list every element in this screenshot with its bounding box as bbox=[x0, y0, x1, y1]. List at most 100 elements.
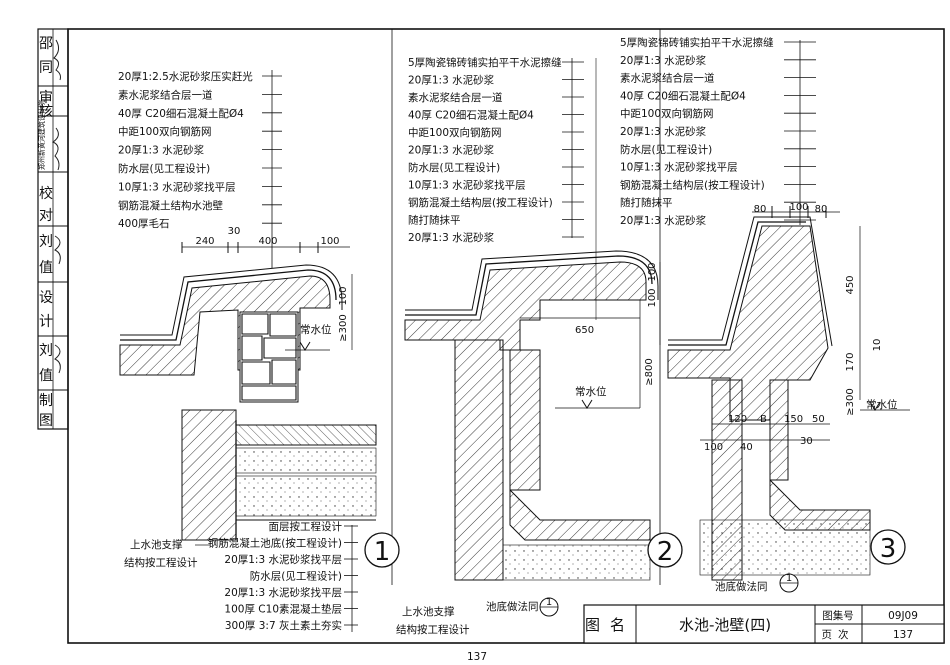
dim-label: 120 bbox=[728, 414, 747, 425]
layer-label: 钢筋混凝土结构层(按工程设计) bbox=[620, 178, 765, 191]
layer-label: 5厚陶瓷锦砖铺实拍平干水泥擦缝 bbox=[408, 56, 562, 69]
page-number: 137 bbox=[467, 651, 487, 663]
layer-label: 钢筋混凝土结构层(按工程设计) bbox=[408, 196, 553, 209]
signature-stroke bbox=[54, 344, 61, 374]
layer-label: 防水层(见工程设计) bbox=[620, 143, 712, 156]
detail-number-badge bbox=[647, 532, 683, 568]
layer-label: 40厚 C20细石混凝土配Ø4 bbox=[118, 107, 244, 120]
layer-label: 中距100双向钢筋网 bbox=[620, 107, 714, 120]
layer-label: 300厚 3:7 灰土素土夯实 bbox=[225, 619, 342, 632]
signature-stroke bbox=[51, 127, 60, 171]
sidebar-char: 审 bbox=[39, 90, 53, 106]
layer-label: 素水泥浆结合层一道 bbox=[408, 91, 503, 104]
atlas-no: 09J09 bbox=[888, 610, 918, 622]
signature-stroke bbox=[54, 235, 61, 265]
layer-label: 5厚陶瓷锦砖铺实拍平干水泥擦缝 bbox=[620, 36, 774, 49]
layer-label: 20厚1:2.5水泥砂浆压实赶光 bbox=[118, 70, 253, 83]
layer-label: 防水层(见工程设计) bbox=[118, 162, 210, 175]
sidebar-char: 对 bbox=[39, 208, 53, 224]
layer-label: 10厚1:3 水泥砂浆找平层 bbox=[408, 179, 526, 192]
dim-label: 150 bbox=[784, 414, 803, 425]
page-label: 页次 bbox=[822, 628, 855, 641]
dim-label: 100 bbox=[338, 286, 349, 305]
page-no: 137 bbox=[893, 629, 913, 641]
sidebar-char: 刘 bbox=[39, 343, 53, 359]
dim-label: ≥800 bbox=[644, 358, 655, 385]
layer-label: 20厚1:3 水泥砂浆找平层 bbox=[224, 586, 342, 599]
layer-label: 20厚1:3 水泥砂浆 bbox=[408, 231, 495, 244]
detail-number: 2 bbox=[657, 537, 674, 567]
layer-label: 中距100双向钢筋网 bbox=[408, 126, 502, 139]
rubble-stone bbox=[239, 311, 299, 403]
layer-label: 20厚1:3 水泥砂浆 bbox=[118, 144, 205, 157]
dim-label: 10 bbox=[872, 339, 883, 352]
sidebar-char: 核 bbox=[39, 104, 53, 120]
layer-label: 20厚1:3 水泥砂浆 bbox=[408, 74, 495, 87]
ref-note: 池底做法同 bbox=[715, 580, 768, 593]
layer-label: 400厚毛石 bbox=[118, 218, 170, 230]
water-level-label: 常水位 bbox=[300, 323, 332, 336]
layer-label: 随打随抹平 bbox=[408, 214, 461, 227]
layer-label: 100厚 C10素混凝土垫层 bbox=[224, 603, 342, 616]
dim-label: ≥300 bbox=[845, 388, 856, 415]
detail-number-badge bbox=[364, 532, 400, 568]
dim-label: 100 bbox=[704, 442, 723, 453]
layer-label: 钢筋混凝土池底(按工程设计) bbox=[208, 537, 342, 550]
dim-label: 240 bbox=[195, 236, 214, 247]
layer-label: 中距100双向钢筋网 bbox=[118, 125, 212, 138]
layer-label: 钢筋混凝土结构水池壁 bbox=[118, 199, 223, 212]
dim-label: 100 bbox=[647, 262, 658, 281]
dim-label: 30 bbox=[800, 436, 813, 447]
ref-number: 1 bbox=[786, 573, 792, 584]
dim-label: 400 bbox=[258, 236, 277, 247]
ref-note: 池底做法同 bbox=[486, 600, 539, 613]
title-block: 图名 水池-池壁(四) 图集号 09J09 页次 137 bbox=[583, 604, 945, 644]
dim-label: 100 bbox=[789, 202, 808, 213]
drawing-name: 水池-池壁(四) bbox=[679, 616, 771, 634]
layer-label: 素水泥浆结合层一道 bbox=[118, 88, 213, 101]
layer-label: 40厚 C20细石混凝土配Ø4 bbox=[620, 89, 746, 102]
sidebar-char: 值 bbox=[39, 368, 53, 384]
layer-label: 20厚1:3 水泥砂浆 bbox=[408, 144, 495, 157]
dim-label: 80 bbox=[754, 204, 767, 215]
sidebar-small-note: 郑州新黄河建筑设计院 bbox=[37, 100, 46, 170]
sidebar-char: 刘 bbox=[39, 234, 53, 250]
layer-label: 防水层(见工程设计) bbox=[408, 161, 500, 174]
sidebar-char: 校 bbox=[39, 185, 53, 202]
sidebar-char: 设 bbox=[39, 290, 53, 306]
water-level-label: 常水位 bbox=[866, 398, 898, 411]
layer-label: 20厚1:3 水泥砂浆 bbox=[620, 125, 707, 138]
dim-label: ≥300 bbox=[338, 314, 349, 341]
support-note: 上水池支撑 bbox=[130, 538, 183, 551]
sidebar-char: 邵 bbox=[39, 36, 53, 52]
dim-label: 50 bbox=[812, 414, 825, 425]
signature-sidebar: 邵 同 审 核 校 对 刘 值 设 计 刘 值 制 图 郑州新黄河建筑设计院 bbox=[37, 28, 69, 430]
ref-number: 1 bbox=[546, 597, 552, 608]
support-note: 结构按工程设计 bbox=[124, 556, 198, 569]
dim-label: 100 bbox=[320, 236, 339, 247]
layer-label: 20厚1:3 水泥砂浆找平层 bbox=[224, 553, 342, 566]
water-level-label: 常水位 bbox=[575, 385, 607, 398]
layer-label: 40厚 C20细石混凝土配Ø4 bbox=[408, 109, 534, 122]
atlas-no-label: 图集号 bbox=[822, 609, 854, 622]
dim-label: 450 bbox=[845, 275, 856, 294]
signature-stroke bbox=[53, 39, 61, 81]
layer-label: 10厚1:3 水泥砂浆找平层 bbox=[118, 180, 236, 193]
dim-label: 80 bbox=[815, 204, 828, 215]
sidebar-char: 图 bbox=[39, 413, 53, 429]
sidebar-char: 计 bbox=[39, 314, 53, 330]
layer-label: 随打随抹平 bbox=[620, 196, 673, 209]
layer-label: 面层按工程设计 bbox=[269, 520, 343, 533]
support-note: 结构按工程设计 bbox=[396, 623, 470, 636]
dim-label: 30 bbox=[228, 226, 241, 237]
detail-number-badge bbox=[870, 529, 906, 565]
dim-label: 170 bbox=[845, 352, 856, 371]
drawing-name-label: 图名 bbox=[585, 616, 635, 634]
layer-label: 10厚1:3 水泥砂浆找平层 bbox=[620, 161, 738, 174]
sidebar-char: 值 bbox=[39, 260, 53, 276]
sidebar-char: 制 bbox=[39, 393, 53, 409]
